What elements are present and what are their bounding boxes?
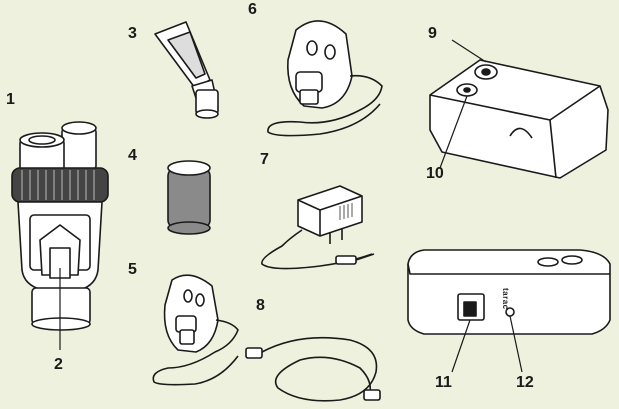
label-12: 12 (516, 375, 534, 391)
label-2: 2 (54, 357, 63, 373)
label-3: 3 (128, 26, 137, 42)
adult-mask (268, 21, 382, 136)
label-10: 10 (426, 166, 444, 182)
mouthpiece (155, 22, 218, 118)
label-7: 7 (260, 152, 269, 168)
compressor-back-view (408, 250, 610, 372)
air-tube (246, 338, 380, 401)
ac-adapter (262, 186, 374, 269)
label-8: 8 (256, 298, 265, 314)
air-filter (168, 161, 210, 234)
nebulizer-cup (12, 122, 108, 350)
child-mask (153, 275, 238, 384)
brand-mark: tarac (501, 288, 510, 310)
label-1: 1 (6, 92, 15, 108)
label-9: 9 (428, 26, 437, 42)
label-6: 6 (248, 2, 257, 18)
label-5: 5 (128, 262, 137, 278)
label-11: 11 (435, 375, 452, 391)
compressor-top-view (430, 40, 608, 178)
label-4: 4 (128, 148, 137, 164)
